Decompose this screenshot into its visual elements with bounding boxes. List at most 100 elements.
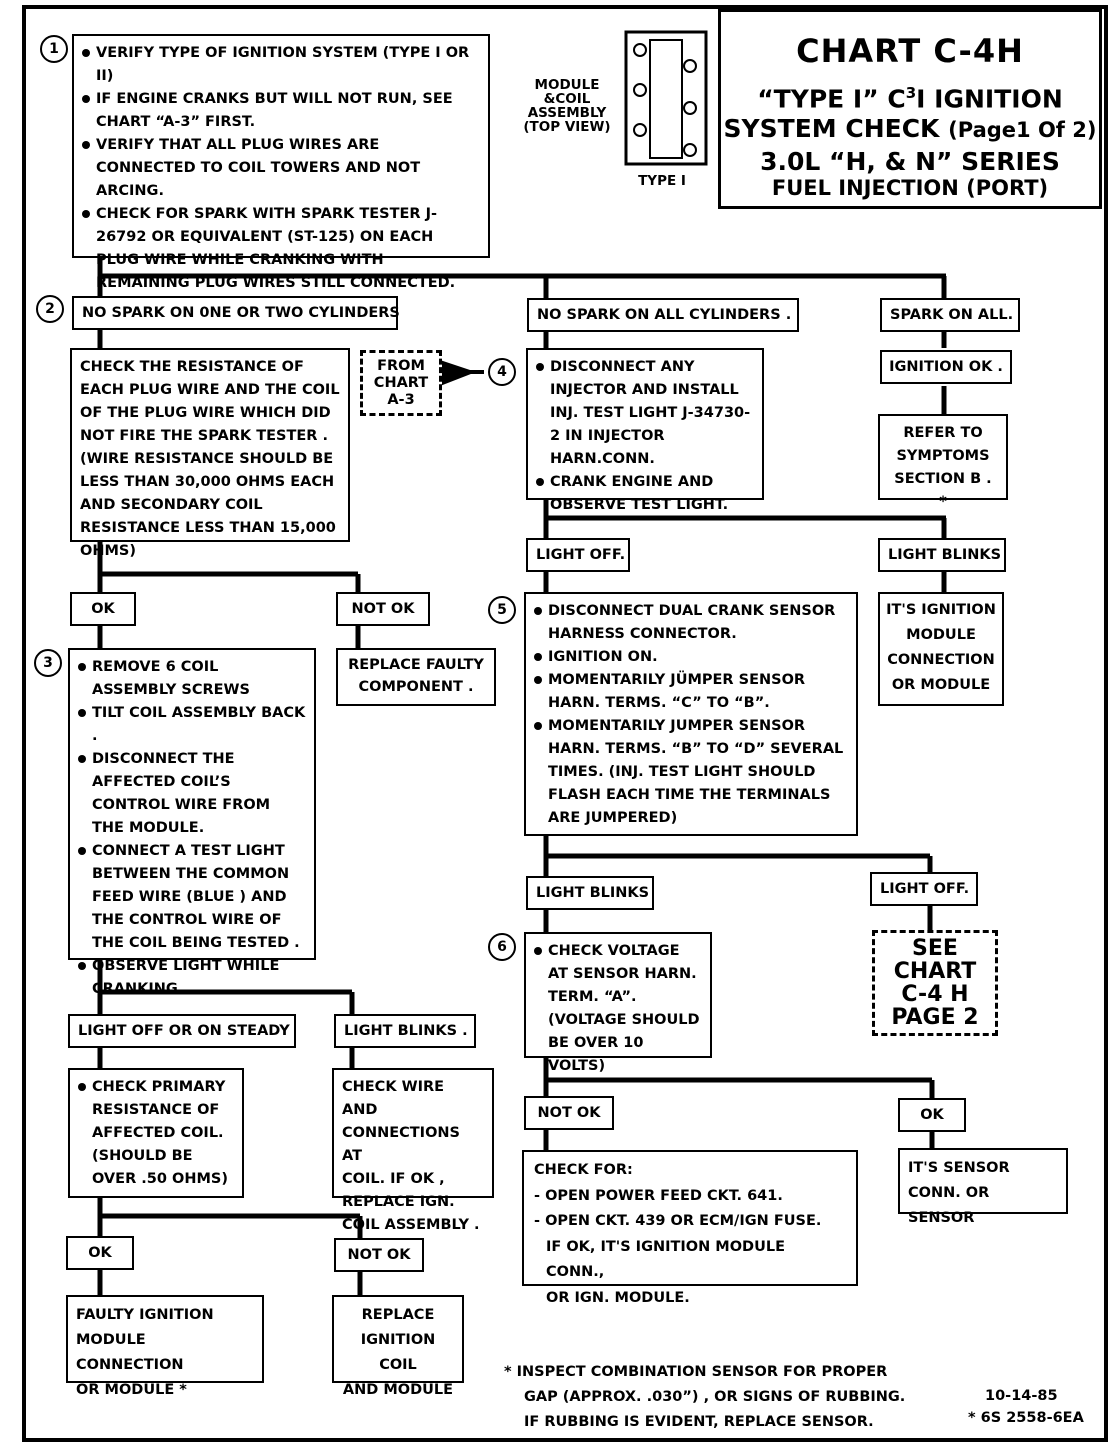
module-line: OR MODULE [891,677,991,693]
label-light-off-step4: LIGHT OFF. [526,538,630,572]
subtitle-main: SYSTEM CHECK [723,114,940,144]
step-5-list: DISCONNECT DUAL CRANK SENSOR HARNESS CON… [534,600,848,830]
chart-subtitle-3: 3.0L “H, & N” SERIES [760,147,1060,177]
from-chart-line: FROM [377,357,425,374]
check-wire-line: CONNECTIONS AT [342,1125,460,1164]
step-6-marker: 6 [488,933,516,961]
label-light-off-steady: LIGHT OFF OR ON STEADY [68,1014,296,1048]
list-item: IGNITION ON. [534,646,848,669]
step-1-box: VERIFY TYPE OF IGNITION SYSTEM (TYPE I O… [72,34,490,291]
check-wire-line: COIL. IF OK , [342,1171,445,1187]
label-light-blinks-step4: LIGHT BLINKS [878,538,1006,572]
step-3-marker: 3 [34,649,62,677]
chart-title-block: CHART C-4H “TYPE I” C3I IGNITION SYSTEM … [718,9,1102,209]
list-item: DISCONNECT DUAL CRANK SENSOR HARNESS CON… [534,600,848,646]
check-primary-box: CHECK PRIMARY RESISTANCE OF AFFECTED COI… [68,1068,244,1198]
step-4-box: DISCONNECT ANY INJECTOR AND INSTALL INJ.… [526,348,764,513]
ignition-module-box: IT'S IGNITION MODULE CONNECTION OR MODUL… [878,592,1004,706]
label-light-blinks-step3: LIGHT BLINKS . [334,1014,476,1048]
footnote-line: IF RUBBING IS EVIDENT, REPLACE SENSOR. [524,1414,874,1430]
faulty-line: OR MODULE * [76,1382,187,1398]
label-ok-step2: OK [70,592,136,626]
step-3-list: REMOVE 6 COIL ASSEMBLY SCREWS TILT COIL … [78,656,306,1001]
list-item: MOMENTARILY JUMPER SENSOR HARN. TERMS. “… [534,715,848,830]
check-wire-line: CHECK WIRE AND [342,1079,445,1118]
subtitle-prefix: “TYPE I” C [757,84,906,114]
footnote-line: GAP (APPROX. .030”) , OR SIGNS OF RUBBIN… [524,1389,906,1405]
replace-faulty-box: REPLACE FAULTY COMPONENT . [336,648,496,706]
faulty-line: MODULE CONNECTION [76,1332,184,1373]
list-item: VERIFY THAT ALL PLUG WIRES ARE CONNECTED… [82,134,480,203]
sensor-box: IT'S SENSOR CONN. OR SENSOR [898,1148,1068,1226]
document-date: 10-14-85 [985,1388,1058,1404]
see-chart-page2: SEE CHART C-4 H PAGE 2 [872,930,998,1036]
label-not-ok-primary: NOT OK [334,1238,424,1272]
sensor-line: CONN. OR SENSOR [908,1185,990,1226]
faulty-line: FAULTY IGNITION [76,1307,214,1323]
see-chart-line: CHART [893,959,977,984]
list-item: REMOVE 6 COIL ASSEMBLY SCREWS [78,656,306,702]
label-light-off-step5: LIGHT OFF. [870,872,978,906]
faulty-ignition-box: FAULTY IGNITION MODULE CONNECTION OR MOD… [66,1295,264,1398]
list-item: DISCONNECT ANY INJECTOR AND INSTALL INJ.… [536,356,754,471]
step-1-list: VERIFY TYPE OF IGNITION SYSTEM (TYPE I O… [82,42,480,295]
module-label-line: (TOP VIEW) [523,119,611,135]
replace-ignition-line: AND MODULE [342,1382,454,1398]
list-item: CRANK ENGINE AND OBSERVE TEST LIGHT. [536,471,754,517]
label-no-spark-one-two: NO SPARK ON 0NE OR TWO CYLINDERS [72,296,400,330]
module-coil-diagram [624,30,708,166]
see-chart-line: SEE [912,936,958,961]
check-for-heading: CHECK FOR: [534,1162,633,1178]
check-resistance-text: CHECK THE RESISTANCE OF EACH PLUG WIRE A… [80,359,340,559]
step-4-list: DISCONNECT ANY INJECTOR AND INSTALL INJ.… [536,356,754,517]
label-light-blinks-step5: LIGHT BLINKS [526,876,654,910]
refer-symptoms-box: REFER TO SYMPTOMS SECTION B . * [878,414,1008,510]
step-6-list: CHECK VOLTAGE AT SENSOR HARN. TERM. “A”.… [534,940,702,1078]
module-label-line: ASSEMBLY [527,105,607,121]
footnote-line: * INSPECT COMBINATION SENSOR FOR PROPER [504,1364,888,1380]
module-line: IT'S IGNITION [886,602,996,618]
check-for-box: CHECK FOR: - OPEN POWER FEED CKT. 641. -… [522,1150,858,1306]
list-item: TILT COIL ASSEMBLY BACK . [78,702,306,748]
list-item: CHECK FOR SPARK WITH SPARK TESTER J-2679… [82,203,480,295]
footnote: * INSPECT COMBINATION SENSOR FOR PROPER … [504,1360,905,1435]
subtitle-page: (Page1 Of 2) [948,118,1097,143]
replace-line: COMPONENT . [358,679,474,695]
sensor-line: IT'S SENSOR [908,1160,1010,1176]
check-for-line: - OPEN CKT. 439 OR ECM/IGN FUSE. [534,1213,822,1229]
page-border [22,5,1108,1442]
step-5-marker: 5 [488,596,516,624]
module-line: MODULE [906,627,976,643]
module-type-label: TYPE I [638,173,686,189]
list-item: VERIFY TYPE OF IGNITION SYSTEM (TYPE I O… [82,42,480,88]
module-line: CONNECTION [887,652,995,668]
step-4-marker: 4 [488,358,516,386]
from-chart-line: CHART [373,374,429,391]
replace-line: REPLACE FAULTY [348,657,484,673]
label-ok-primary: OK [66,1236,134,1270]
check-for-line: IF OK, IT'S IGNITION MODULE CONN., [546,1238,786,1281]
step-1-marker: 1 [40,35,68,63]
check-wire-line: REPLACE IGN. [342,1194,455,1210]
check-wire-box: CHECK WIRE AND CONNECTIONS AT COIL. IF O… [332,1068,494,1233]
check-primary-list: CHECK PRIMARY RESISTANCE OF AFFECTED COI… [78,1076,234,1191]
refer-line: REFER TO [903,425,983,441]
step-5-box: DISCONNECT DUAL CRANK SENSOR HARNESS CON… [524,592,858,836]
module-label: MODULE &COIL ASSEMBLY (TOP VIEW) [522,78,612,134]
list-item: CHECK VOLTAGE AT SENSOR HARN. TERM. “A”.… [534,940,702,1078]
list-item: DISCONNECT THE AFFECTED COIL’S CONTROL W… [78,748,306,840]
step-3-box: REMOVE 6 COIL ASSEMBLY SCREWS TILT COIL … [68,648,316,997]
check-for-line: OR IGN. MODULE. [546,1289,690,1306]
see-chart-line: PAGE 2 [891,1005,979,1030]
subtitle-superscript: 3 [905,84,917,102]
replace-ignition-line: IGNITION COIL [360,1332,436,1373]
chart-subtitle-1: “TYPE I” C3I IGNITION [721,78,1099,114]
from-chart-line: A-3 [387,391,415,408]
subtitle-suffix: I IGNITION [916,84,1063,114]
list-item: IF ENGINE CRANKS BUT WILL NOT RUN, SEE C… [82,88,480,134]
label-ok-step6: OK [898,1098,966,1132]
check-resistance-box: CHECK THE RESISTANCE OF EACH PLUG WIRE A… [70,348,350,559]
list-item: CHECK PRIMARY RESISTANCE OF AFFECTED COI… [78,1076,234,1191]
label-not-ok-step6: NOT OK [524,1096,614,1130]
